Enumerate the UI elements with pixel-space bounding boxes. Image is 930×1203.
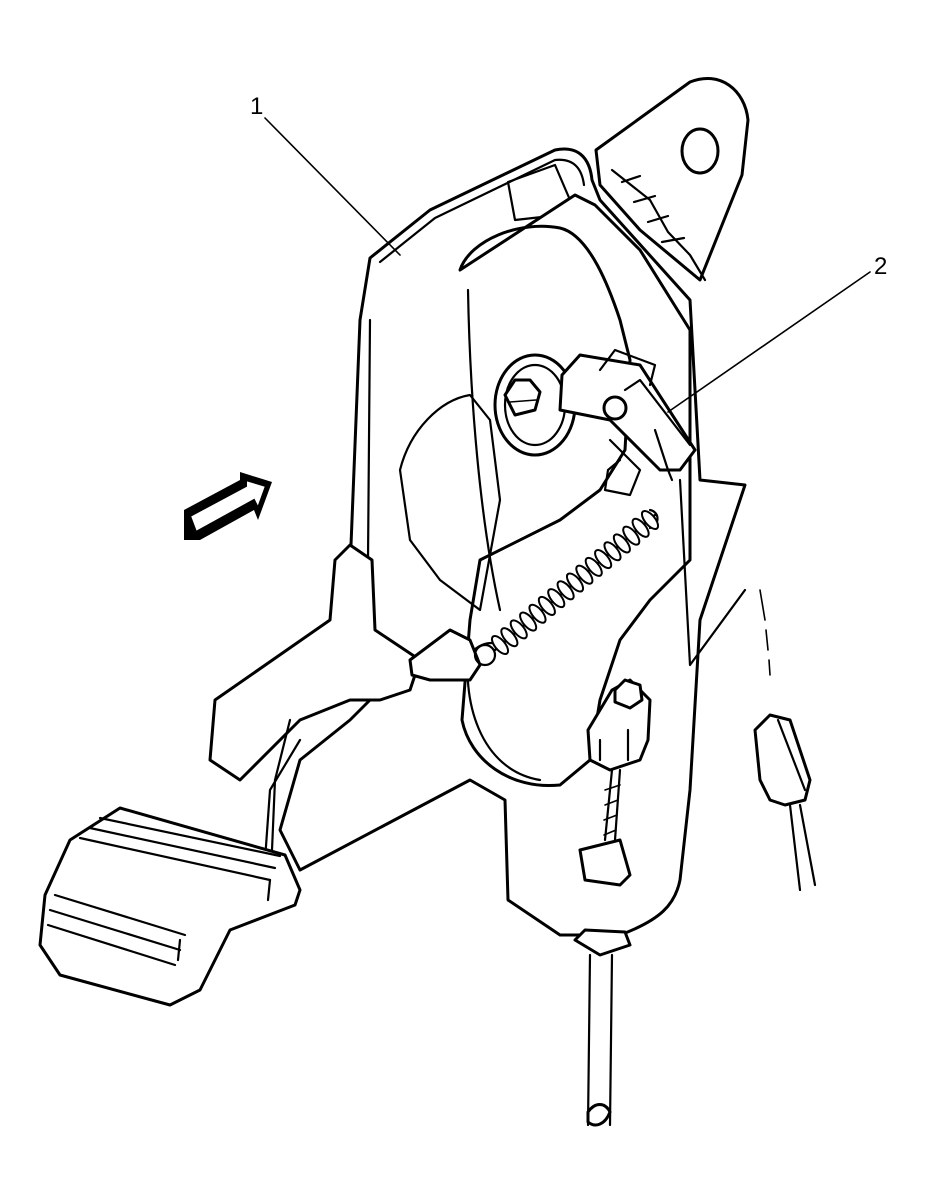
upper-mounting-bracket — [594, 76, 750, 282]
foot-pedal-pad — [38, 806, 302, 1007]
spring-coil — [565, 572, 585, 593]
spring-coil — [537, 595, 556, 616]
cable-clip — [586, 678, 652, 772]
brake-cable — [573, 768, 632, 1127]
spring-coil — [500, 627, 519, 648]
callout-2-leader — [667, 271, 871, 413]
view-direction-arrow-icon — [184, 472, 272, 540]
spring-coil — [528, 603, 547, 624]
spring-coil — [622, 525, 641, 546]
spring-coil — [547, 588, 566, 609]
spring-coil — [612, 533, 631, 554]
spring-coil — [575, 564, 594, 585]
electrical-connector — [678, 478, 817, 892]
spring-coil — [509, 619, 528, 640]
pivot-bolt — [493, 353, 577, 457]
callout-1-label: 1 — [250, 93, 263, 120]
return-spring — [468, 508, 660, 657]
spring-coil — [490, 634, 510, 656]
callout-2-label: 2 — [874, 253, 887, 280]
callout-1-leader — [264, 117, 401, 256]
spring-coil — [631, 517, 650, 538]
spring-coil — [640, 509, 660, 531]
spring-anchor-bracket — [408, 628, 497, 682]
spring-coil — [603, 541, 622, 562]
brake-warning-switch — [558, 348, 697, 497]
spring-coil — [519, 611, 538, 632]
spring-coil — [556, 580, 575, 601]
spring-coil — [594, 549, 613, 570]
spring-coil — [584, 556, 603, 577]
